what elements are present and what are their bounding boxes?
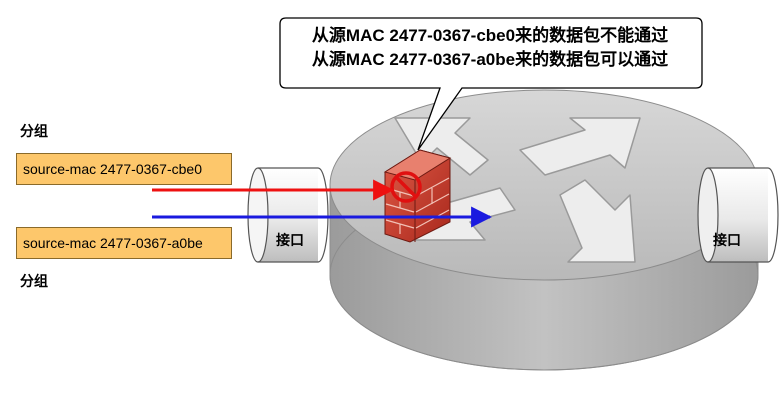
- packet-group-label-bottom: 分组: [20, 273, 48, 289]
- interface-label-left: 接口: [276, 232, 304, 248]
- packet-box-blocked: source-mac 2477-0367-cbe0: [16, 153, 232, 185]
- callout-line-blocked: 从源MAC 2477-0367-cbe0来的数据包不能通过: [311, 26, 669, 45]
- packet-group-label-top: 分组: [20, 123, 48, 139]
- right-interface-pipe: [697, 167, 779, 263]
- callout-line-allowed: 从源MAC 2477-0367-a0be来的数据包可以通过: [311, 50, 669, 69]
- callout-bubble: [279, 17, 703, 151]
- router: [247, 89, 779, 371]
- callout-text: 从源MAC 2477-0367-cbe0来的数据包不能通过 从源MAC 2477…: [280, 24, 700, 72]
- packet-box-allowed: source-mac 2477-0367-a0be: [16, 227, 232, 259]
- interface-label-right: 接口: [713, 232, 741, 248]
